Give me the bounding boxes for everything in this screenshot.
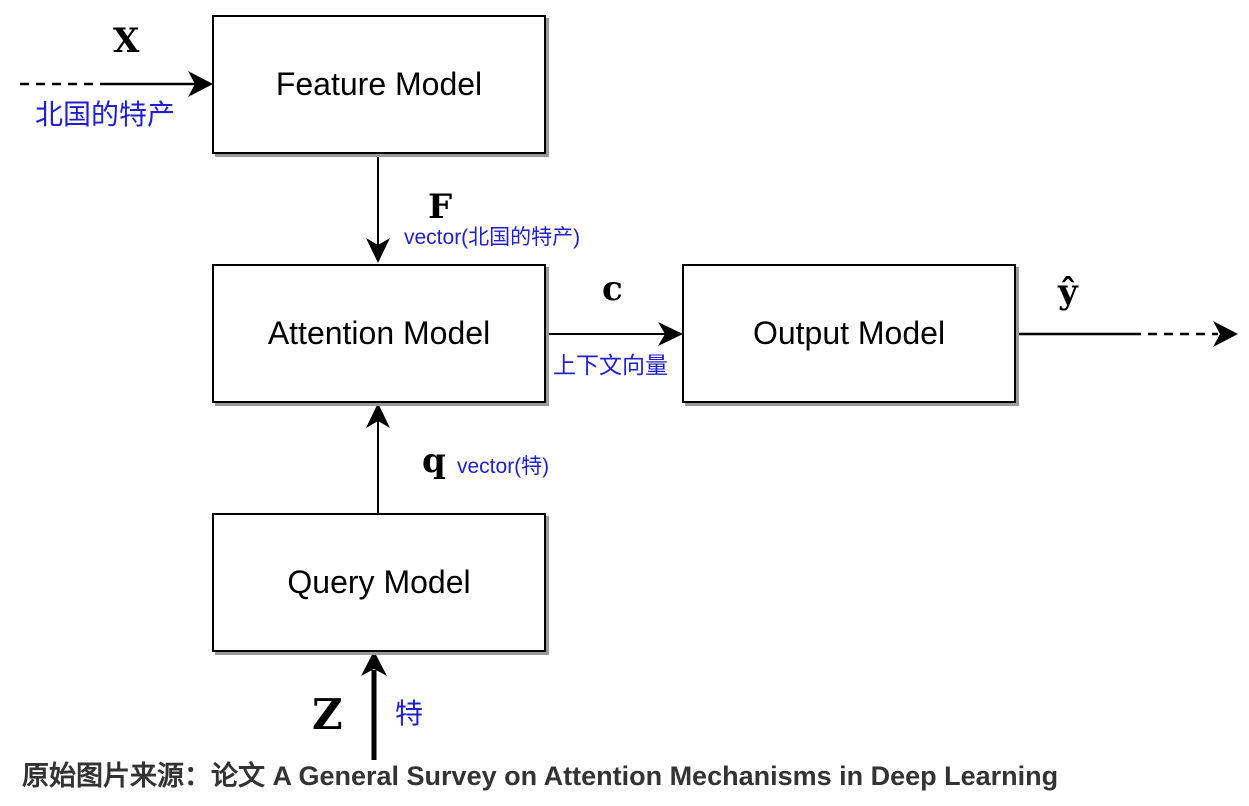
symbol-yhat: ŷ xyxy=(1058,272,1078,312)
query-to-attention-arrowhead xyxy=(366,403,390,428)
query-model-box: Query Model xyxy=(212,513,546,652)
attention-model-box: Attention Model xyxy=(212,264,546,403)
input-annotation: 北国的特产 xyxy=(35,99,176,130)
symbol-f: F xyxy=(428,187,453,227)
attention-to-output-arrowhead xyxy=(658,322,683,346)
feature-model-box: Feature Model xyxy=(212,15,546,154)
output-model-box: Output Model xyxy=(682,264,1016,403)
c-annotation: 上下文向量 xyxy=(553,352,668,378)
symbol-c: c xyxy=(602,269,623,309)
z-input-arrowhead xyxy=(361,651,387,676)
symbol-q: q xyxy=(422,441,446,481)
symbol-x: X xyxy=(113,21,140,61)
f-vector-annotation: vector(北国的特产) xyxy=(404,226,581,249)
source-caption: 原始图片来源：论文 A General Survey on Attention … xyxy=(22,761,1059,791)
symbol-z: Z xyxy=(312,690,343,739)
output-arrowhead xyxy=(1213,321,1238,347)
input-x-arrowhead xyxy=(188,71,213,97)
q-vector-annotation: vector(特) xyxy=(457,455,550,478)
feature-to-attention-arrowhead xyxy=(366,238,390,263)
z-annotation: 特 xyxy=(395,698,424,729)
